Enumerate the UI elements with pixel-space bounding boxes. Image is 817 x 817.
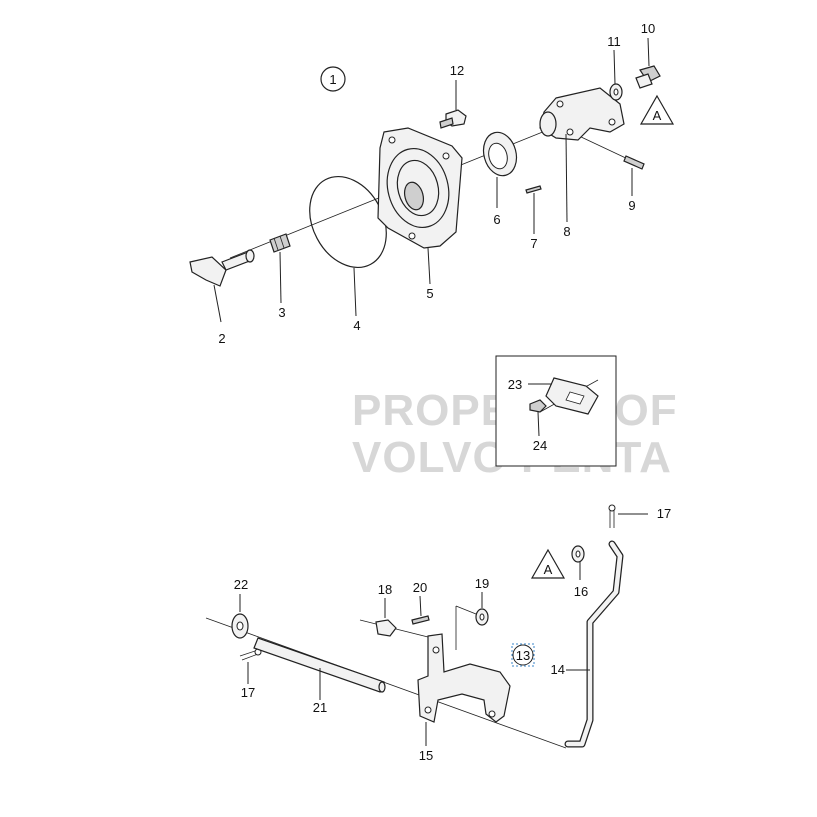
part-3-spring xyxy=(269,233,291,304)
group-marker: 1 xyxy=(320,66,346,92)
group-marker-label: 1 xyxy=(329,72,336,87)
label-part-21: 21 xyxy=(313,700,327,715)
part-2-lever-shaft xyxy=(189,249,255,323)
part-22-washer xyxy=(231,594,249,639)
label-part-18: 18 xyxy=(378,582,392,597)
label-part-23: 23 xyxy=(508,377,522,392)
label-part-2: 2 xyxy=(218,331,225,346)
part-21-rod xyxy=(253,637,386,700)
part-18-nut xyxy=(375,598,397,637)
ref-mark-a-top-label: A xyxy=(653,108,662,123)
label-part-15: 15 xyxy=(419,748,433,763)
label-part-5: 5 xyxy=(426,286,433,301)
label-part-17-left: 17 xyxy=(241,685,255,700)
label-part-20: 20 xyxy=(413,580,427,595)
part-5-housing xyxy=(377,127,463,285)
part-17-cotter-pin-left xyxy=(239,648,262,684)
label-part-17-right: 17 xyxy=(657,506,671,521)
label-part-8: 8 xyxy=(563,224,570,239)
part-10-plug-screw xyxy=(635,37,661,89)
part-14-linkage-rod xyxy=(564,540,624,748)
part-9-dowel-pin xyxy=(623,155,645,196)
part-17-cotter-pin-right xyxy=(608,504,648,528)
part-11-washer xyxy=(609,49,623,101)
part-19-washer xyxy=(455,592,489,650)
part-20-pin xyxy=(411,595,430,625)
label-part-12: 12 xyxy=(450,63,464,78)
label-part-9: 9 xyxy=(628,198,635,213)
detail-marker-label: 13 xyxy=(516,648,530,663)
label-part-7: 7 xyxy=(530,236,537,251)
label-part-4: 4 xyxy=(353,318,360,333)
label-part-19: 19 xyxy=(475,576,489,591)
ref-mark-a-bottom-label: A xyxy=(544,562,553,577)
part-6-seal xyxy=(482,131,518,208)
label-part-22: 22 xyxy=(234,577,248,592)
label-part-16: 16 xyxy=(574,584,588,599)
label-part-11: 11 xyxy=(607,34,621,49)
ref-mark-a-top: A xyxy=(639,94,675,125)
bottom-axis-line xyxy=(205,617,567,749)
label-part-10: 10 xyxy=(641,21,655,36)
ref-mark-a-bottom: A xyxy=(530,548,566,579)
label-part-6: 6 xyxy=(493,212,500,227)
label-part-14: 14 xyxy=(551,662,565,677)
part-7-pin xyxy=(525,185,542,234)
inset-detail-box: 23 24 xyxy=(495,355,617,467)
part-8-actuator xyxy=(539,87,625,223)
label-part-3: 3 xyxy=(278,305,285,320)
part-16-washer xyxy=(571,545,585,580)
bolt-axis-line xyxy=(359,619,441,641)
detail-marker: 13 xyxy=(511,643,535,667)
part-15-bracket xyxy=(417,633,511,746)
part-12-bolt xyxy=(439,80,467,129)
label-part-24: 24 xyxy=(533,438,547,453)
